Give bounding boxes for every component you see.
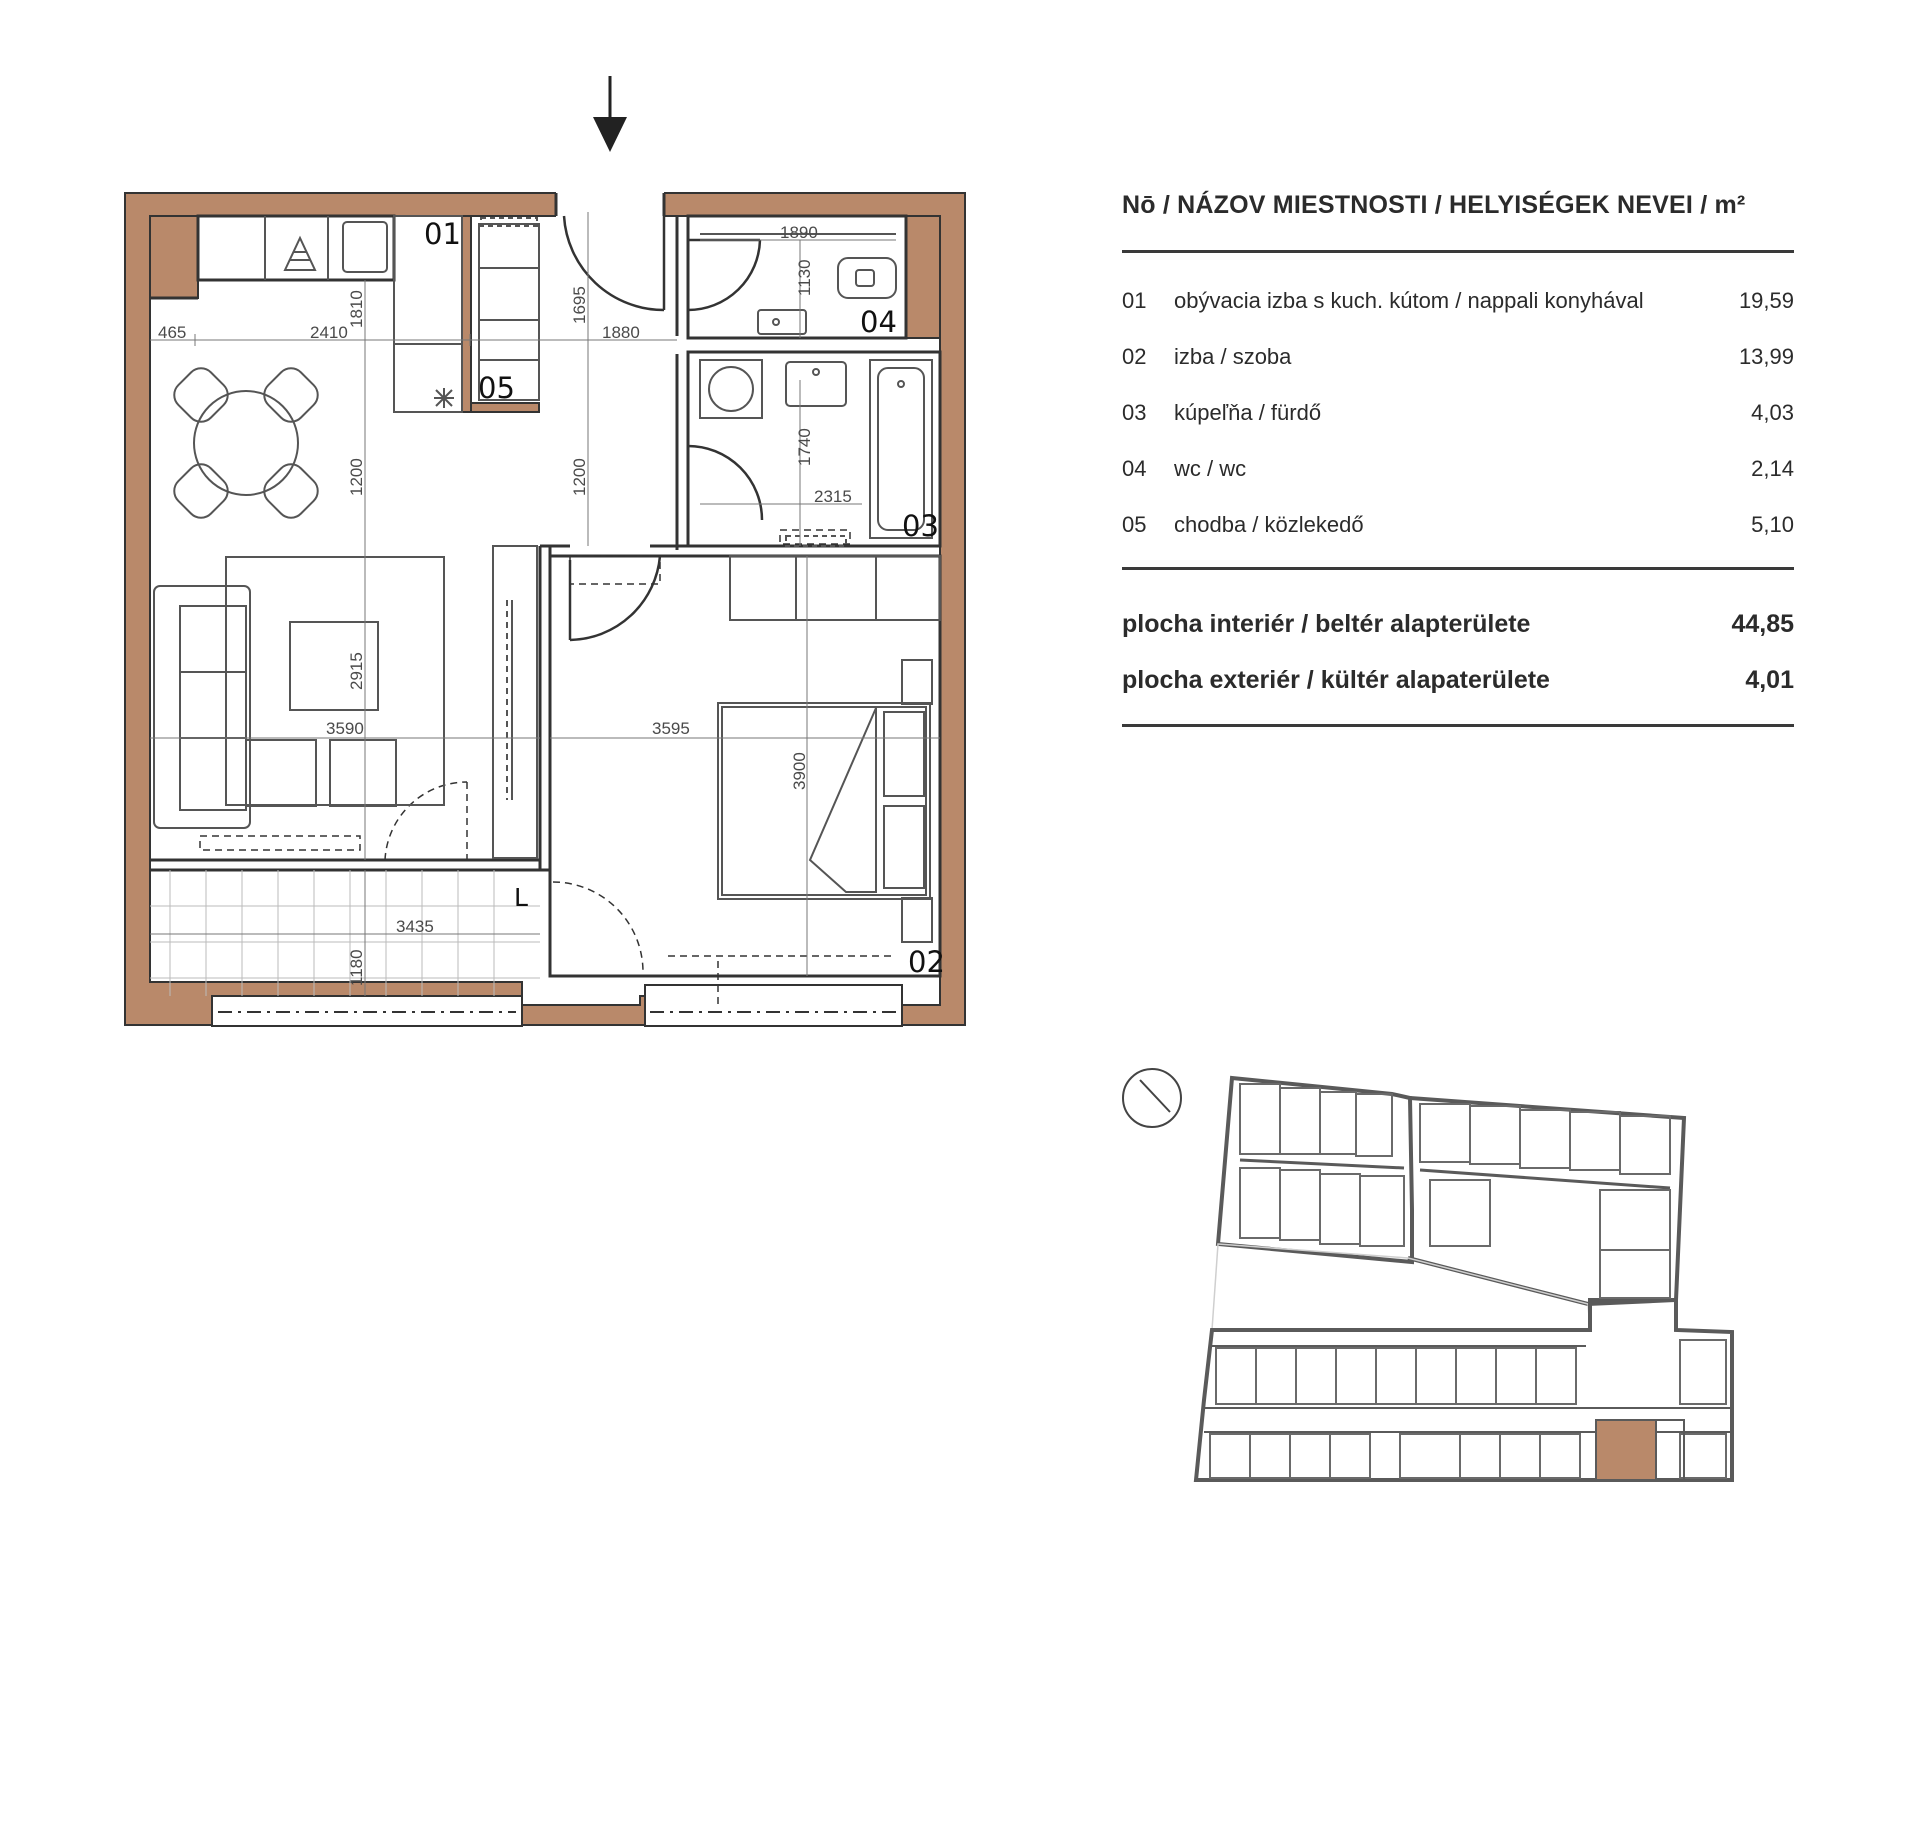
dim-2915: 2915 bbox=[347, 652, 366, 690]
room-list: 01 obývacia izba s kuch. kútom / nappali… bbox=[1122, 253, 1794, 570]
corridor-closet bbox=[478, 217, 540, 401]
room-name: wc / wc bbox=[1174, 456, 1247, 481]
room-row: 03 kúpeľňa / fürdő 4,03 bbox=[1122, 385, 1794, 441]
room-number: 04 bbox=[1122, 456, 1147, 481]
room-number: 05 bbox=[1122, 512, 1147, 537]
entrance-arrow bbox=[593, 76, 627, 152]
room-area: 4,03 bbox=[1751, 400, 1794, 425]
dim-2410: 2410 bbox=[310, 323, 348, 342]
kitchen-fixtures bbox=[264, 215, 463, 413]
dim-3590: 3590 bbox=[326, 719, 364, 738]
dim-3595: 3595 bbox=[652, 719, 690, 738]
area-totals: plocha interiér / beltér alapterülete 44… bbox=[1122, 570, 1794, 727]
room-row: 05 chodba / közlekedő 5,10 bbox=[1122, 497, 1794, 553]
total-label: plocha interiér / beltér alapterülete bbox=[1122, 609, 1531, 638]
dim-3900: 3900 bbox=[790, 752, 809, 790]
room-row: 01 obývacia izba s kuch. kútom / nappali… bbox=[1122, 273, 1794, 329]
total-row-exterior: plocha exteriér / kültér alapaterülete 4… bbox=[1122, 652, 1794, 708]
room-name: izba / szoba bbox=[1174, 344, 1292, 369]
site-key-plan-units bbox=[1209, 1083, 1727, 1479]
dining-table bbox=[173, 367, 319, 519]
dim-1890: 1890 bbox=[780, 223, 818, 242]
dimension-lines bbox=[150, 212, 940, 996]
dim-1810: 1810 bbox=[347, 290, 366, 328]
room-label-loggia: L bbox=[514, 883, 528, 912]
room-label-03: 03 bbox=[902, 509, 939, 543]
windows bbox=[211, 984, 903, 1027]
living-wardrobe bbox=[492, 545, 538, 859]
room-area: 19,59 bbox=[1738, 288, 1794, 313]
loggia-tiles bbox=[150, 870, 540, 996]
room-name: chodba / közlekedő bbox=[1174, 512, 1364, 537]
room-schedule: Nō / NÁZOV MIESTNOSTI / HELYISÉGEK NEVEI… bbox=[1122, 180, 1794, 727]
dim-3435: 3435 bbox=[396, 917, 434, 936]
room-schedule-header: Nō / NÁZOV MIESTNOSTI / HELYISÉGEK NEVEI… bbox=[1122, 180, 1794, 253]
total-label: plocha exteriér / kültér alapaterülete bbox=[1122, 665, 1550, 694]
room-label-05: 05 bbox=[478, 371, 515, 405]
room-name: kúpeľňa / fürdő bbox=[1174, 400, 1322, 425]
site-key-plan-highlighted-unit bbox=[1595, 1419, 1657, 1481]
dim-1200-living: 1200 bbox=[347, 458, 366, 496]
doors bbox=[562, 215, 764, 642]
wc-fixtures bbox=[700, 233, 897, 335]
dim-1130: 1130 bbox=[795, 259, 814, 296]
room-label-02: 02 bbox=[908, 945, 945, 979]
dim-1180: 1180 bbox=[347, 949, 366, 986]
interior-wall-piers bbox=[149, 215, 941, 413]
sofa bbox=[153, 556, 445, 829]
room-row: 04 wc / wc 2,14 bbox=[1122, 441, 1794, 497]
dim-1695: 1695 bbox=[570, 286, 589, 324]
room-numbers: 01 02 03 04 05 L bbox=[424, 217, 945, 979]
interior-walls bbox=[150, 214, 942, 978]
dim-1880: 1880 bbox=[602, 323, 640, 342]
room-number: 02 bbox=[1122, 344, 1147, 369]
dim-2315: 2315 bbox=[814, 487, 852, 506]
total-row-interior: plocha interiér / beltér alapterülete 44… bbox=[1122, 596, 1794, 652]
total-value: 44,85 bbox=[1731, 609, 1794, 638]
room-row: 02 izba / szoba 13,99 bbox=[1122, 329, 1794, 385]
room-area: 13,99 bbox=[1738, 344, 1794, 369]
dimension-labels: 465 2410 1810 1695 1880 1890 1130 1740 2… bbox=[158, 223, 852, 986]
room-number: 03 bbox=[1122, 400, 1147, 425]
total-value: 4,01 bbox=[1745, 665, 1794, 694]
dim-1200-corridor: 1200 bbox=[570, 458, 589, 496]
dim-1740: 1740 bbox=[795, 428, 814, 466]
room-area: 5,10 bbox=[1751, 512, 1794, 537]
north-indicator-icon bbox=[1122, 1068, 1182, 1128]
room-label-04: 04 bbox=[860, 305, 897, 339]
room-area: 2,14 bbox=[1751, 456, 1794, 481]
room-label-01: 01 bbox=[424, 217, 461, 251]
dim-465: 465 bbox=[158, 323, 186, 342]
room-name: obývacia izba s kuch. kútom / nappali ko… bbox=[1174, 288, 1644, 313]
bedroom-furniture bbox=[717, 555, 941, 943]
room-number: 01 bbox=[1122, 288, 1147, 313]
bathroom-fixtures bbox=[699, 359, 933, 547]
